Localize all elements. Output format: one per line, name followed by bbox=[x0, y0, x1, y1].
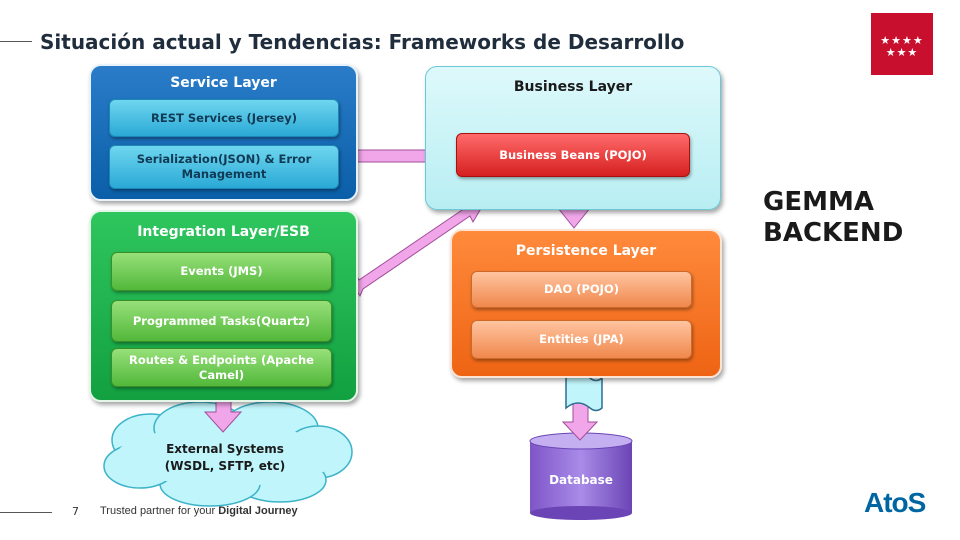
external-systems-line1: External Systems bbox=[166, 442, 284, 456]
persistence-layer-title: Persistence Layer bbox=[515, 243, 657, 259]
events-jms-box: Events (JMS) bbox=[111, 252, 332, 291]
page-title: Situación actual y Tendencias: Framework… bbox=[40, 30, 685, 54]
document-scroll-icon bbox=[565, 372, 603, 412]
entities-box: Entities (JPA) bbox=[471, 320, 692, 359]
gemma-label-line1: GEMMA bbox=[763, 187, 874, 217]
database-label: Database bbox=[549, 473, 613, 487]
serialization-box: Serialization(JSON) & Error Management bbox=[109, 145, 339, 189]
tagline-bold: Digital Journey bbox=[218, 505, 298, 517]
madrid-flag-logo: ★★★★ ★★★ bbox=[871, 13, 933, 75]
gemma-backend-label: GEMMA BACKEND bbox=[763, 187, 903, 249]
dao-box: DAO (POJO) bbox=[471, 271, 692, 308]
footer-rule bbox=[0, 512, 52, 513]
footer-tagline: Trusted partner for your Digital Journey bbox=[100, 505, 298, 517]
service-layer-title: Service Layer bbox=[170, 75, 277, 91]
database-cylinder bbox=[529, 432, 633, 520]
title-rule bbox=[0, 41, 32, 42]
business-beans-box: Business Beans (POJO) bbox=[456, 133, 690, 177]
cloud-fill bbox=[116, 426, 340, 486]
external-systems-label: External Systems (WSDL, SFTP, etc) bbox=[120, 441, 330, 475]
atos-logo: AtoS bbox=[864, 487, 926, 518]
gemma-label-line2: BACKEND bbox=[763, 218, 904, 248]
page-number: 7 bbox=[72, 505, 79, 518]
rest-services-box: REST Services (Jersey) bbox=[109, 99, 339, 137]
external-systems-line2: (WSDL, SFTP, etc) bbox=[164, 459, 286, 473]
business-layer-title: Business Layer bbox=[513, 79, 633, 95]
flag-stars-bottom: ★★★ bbox=[885, 46, 919, 59]
tagline-plain: Trusted partner for your bbox=[100, 505, 219, 517]
integration-layer-title: Integration Layer/ESB bbox=[137, 224, 310, 240]
flag-stars-top: ★★★★ bbox=[880, 34, 924, 47]
programmed-tasks-box: Programmed Tasks(Quartz) bbox=[111, 300, 332, 342]
routes-endpoints-box: Routes & Endpoints (Apache Camel) bbox=[111, 348, 332, 387]
